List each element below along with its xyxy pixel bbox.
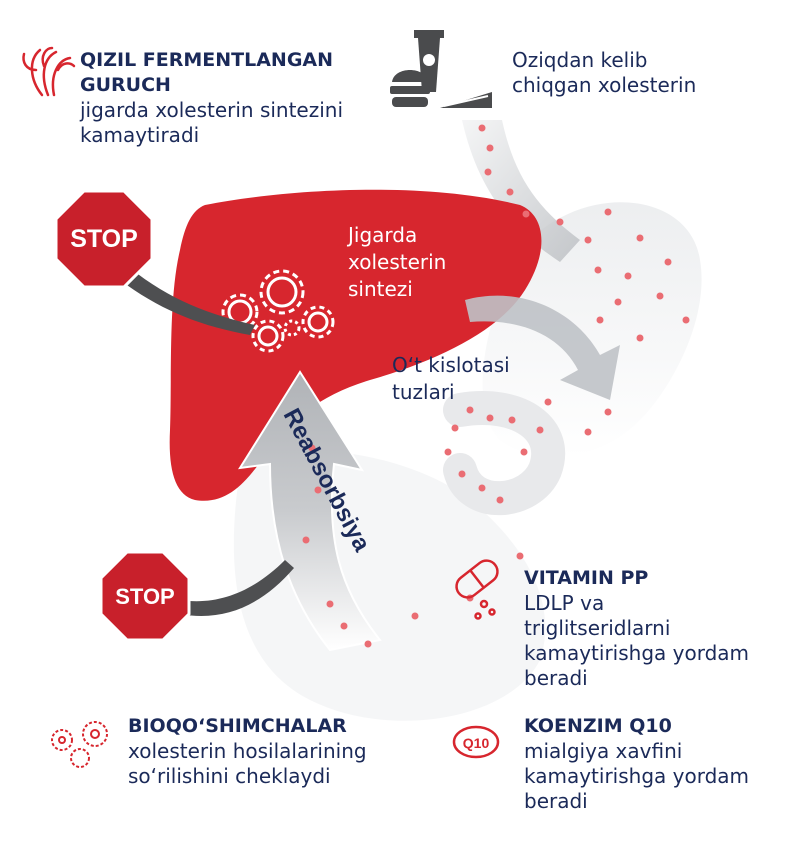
vitamin-pp-description: LDLP va triglitseridlarni kamaytirishga …	[524, 591, 750, 690]
stop-sign-bottom: STOP	[99, 550, 191, 642]
coq10-block: KOENZIM Q10 mialgiya xavfini kamaytirish…	[524, 714, 784, 814]
stop-pointer-bottom	[180, 560, 294, 616]
dietary-description: Oziqdan kelib chiqgan xolesterin	[512, 48, 697, 97]
vitamin-pp-block: VITAMIN PP LDLP va triglitseridlarni kam…	[524, 566, 754, 691]
synthesis-label: Jigarda xolesterin sintezi	[348, 223, 447, 301]
capsule-icon	[455, 559, 499, 620]
coq10-title: KOENZIM Q10	[524, 715, 672, 737]
stop-sign-label: STOP	[70, 225, 138, 253]
red-yeast-rice-title: QIZIL FERMENTLANGAN GURUCH	[80, 49, 334, 96]
bile-salts-label: O‘t kislotasi tuzlari	[392, 353, 510, 404]
q10-icon: Q10	[452, 725, 500, 759]
liver-shape	[169, 189, 542, 501]
food-icon	[390, 30, 492, 108]
dietary-flow-arrow	[462, 120, 580, 262]
reabsorption-arrow	[238, 370, 382, 652]
probiotics-description: xolesterin hosilalarining so‘rilishini c…	[128, 739, 367, 788]
rice-plant-icon	[22, 46, 76, 97]
red-yeast-rice-block: QIZIL FERMENTLANGAN GURUCH jigarda xoles…	[80, 48, 380, 148]
vitamin-pp-title: VITAMIN PP	[524, 567, 649, 589]
stop-sign-label: STOP	[115, 584, 175, 609]
gears-icon	[221, 269, 335, 353]
cholesterol-dots	[302, 124, 690, 648]
dietary-block: Oziqdan kelib chiqgan xolesterin	[512, 48, 722, 98]
coq10-description: mialgiya xavfini kamaytirishga yordam be…	[524, 739, 750, 813]
bacteria-icon	[51, 721, 108, 768]
q10-badge-label: Q10	[463, 735, 490, 751]
probiotics-title: BIOQO‘SHIMCHALAR	[128, 715, 347, 737]
stop-pointer-top	[120, 268, 255, 335]
stop-sign-top: STOP	[54, 189, 154, 289]
red-yeast-rice-description: jigarda xolesterin sintezini kamaytiradi	[80, 98, 344, 147]
bile-flow-arrow	[465, 295, 620, 400]
probiotics-block: BIOQO‘SHIMCHALAR xolesterin hosilalarini…	[128, 714, 388, 789]
